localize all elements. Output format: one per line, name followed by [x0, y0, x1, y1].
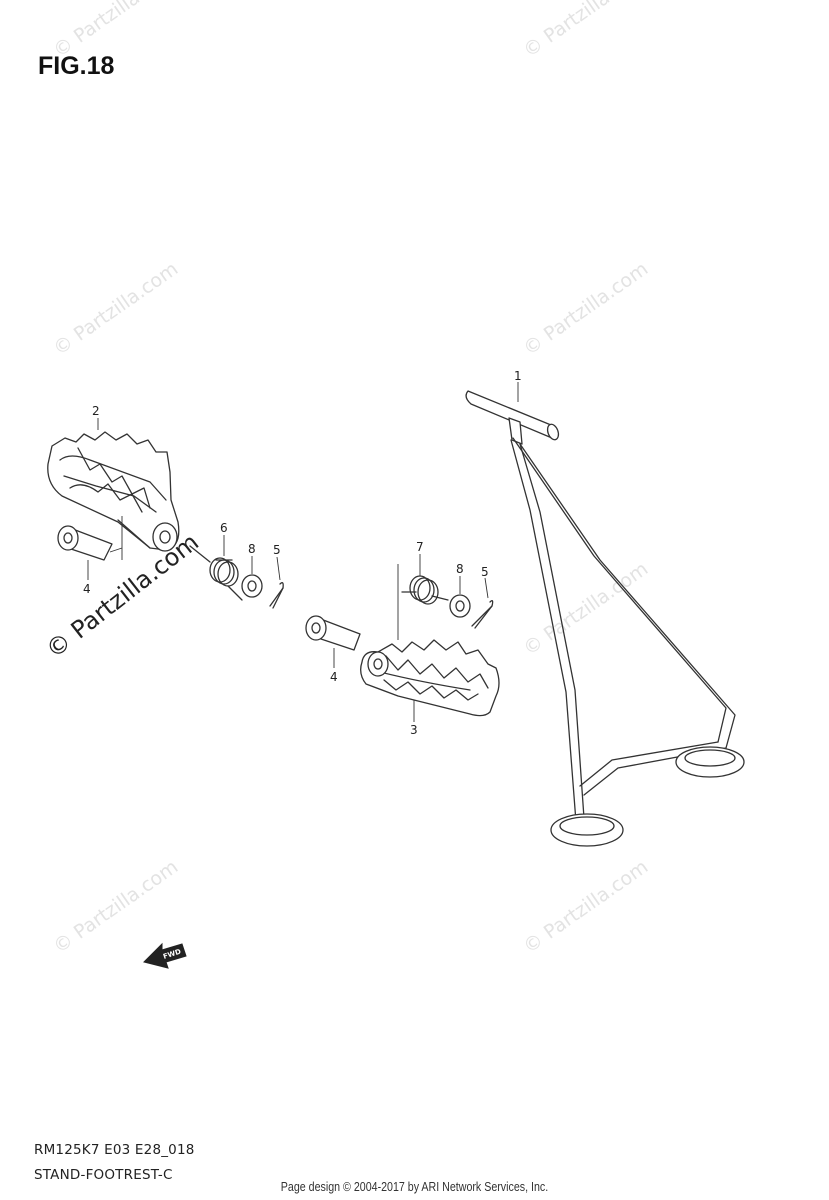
callout-2: 2 — [92, 404, 100, 418]
leader-line — [276, 556, 281, 581]
model-code: RM125K7 E03 E28_018 — [34, 1142, 195, 1158]
callout-4-left: 4 — [83, 582, 91, 596]
callout-4-right: 4 — [330, 670, 338, 684]
callout-1: 1 — [514, 369, 522, 383]
left-spring-part[interactable] — [189, 545, 243, 601]
callout-8-left: 8 — [248, 542, 256, 556]
callout-8-right: 8 — [456, 562, 464, 576]
leader-line — [109, 516, 123, 560]
section-name: STAND-FOOTREST-C — [34, 1167, 173, 1183]
right-pin-part[interactable] — [305, 615, 361, 651]
left-cotter-pin-part[interactable] — [269, 582, 284, 609]
callout-5-left: 5 — [273, 543, 281, 557]
figure-title: FIG.18 — [38, 52, 115, 80]
left-washer-part[interactable] — [241, 574, 263, 598]
page-credit: Page design © 2004-2017 by ARI Network S… — [280, 1179, 549, 1194]
callout-7: 7 — [416, 540, 424, 554]
left-pin-part[interactable] — [57, 525, 113, 561]
callout-3: 3 — [410, 723, 418, 737]
forward-arrow-icon: FWD — [143, 942, 187, 969]
callout-5-right: 5 — [481, 565, 489, 579]
right-washer-part[interactable] — [449, 594, 471, 618]
right-spring-part[interactable] — [401, 575, 449, 605]
left-footrest-part[interactable] — [47, 431, 180, 552]
right-cotter-pin-part[interactable] — [471, 600, 494, 629]
right-footrest-part[interactable] — [360, 639, 500, 717]
leader-line — [484, 577, 489, 599]
stand-part[interactable] — [465, 390, 745, 847]
callout-6: 6 — [220, 521, 228, 535]
